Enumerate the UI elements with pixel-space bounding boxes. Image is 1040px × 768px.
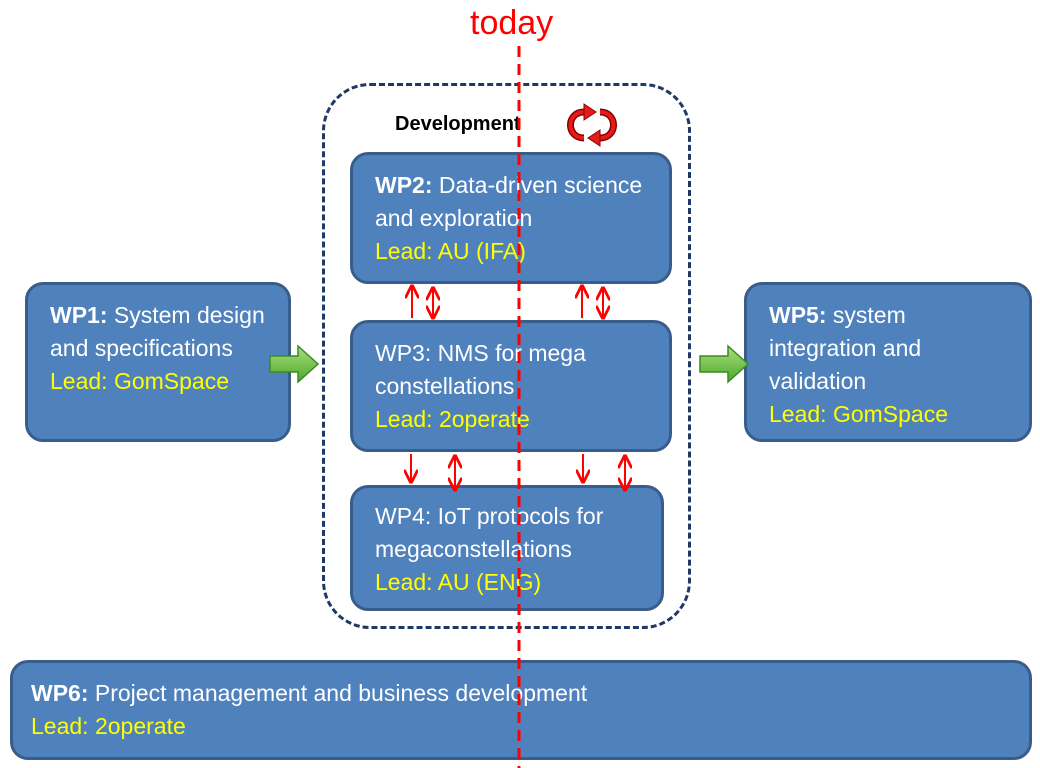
flow-arrow-wp1-to-development xyxy=(269,344,320,384)
wp3-box[interactable]: WP3: NMS for mega constellations Lead: 2… xyxy=(350,320,672,452)
wp4-box[interactable]: WP4: IoT protocols for megaconstellation… xyxy=(350,485,664,611)
wp2-lead: Lead: AU (IFA) xyxy=(375,238,526,264)
wp2-code: WP2: xyxy=(375,172,433,198)
wp5-lead: Lead: GomSpace xyxy=(769,401,949,427)
development-label: Development xyxy=(395,113,521,135)
wp6-title: Project management and business developm… xyxy=(94,680,588,706)
wp4-lead: Lead: AU (ENG) xyxy=(375,569,542,595)
wp4-title: IoT protocols for megaconstellations xyxy=(375,503,604,562)
cycle-icon xyxy=(567,103,617,147)
wp6-box[interactable]: WP6: Project management and business dev… xyxy=(10,660,1032,760)
development-group-frame xyxy=(322,83,691,629)
today-label: today xyxy=(470,4,554,42)
wp4-code: WP4: xyxy=(375,503,432,529)
wp1-title: System design and specifications xyxy=(50,302,265,361)
wp1-box[interactable]: WP1: System design and specifications Le… xyxy=(25,282,291,442)
wp5-title: system integration and validation xyxy=(769,302,922,394)
wp6-code: WP6: xyxy=(31,680,89,706)
wp3-code: WP3: xyxy=(375,340,432,366)
wp3-title: NMS for mega constellations xyxy=(375,340,586,399)
wp1-code: WP1: xyxy=(50,302,108,328)
wp3-lead: Lead: 2operate xyxy=(375,406,530,432)
wp1-lead: Lead: GomSpace xyxy=(50,368,230,394)
flow-arrow-development-to-wp5 xyxy=(699,344,750,384)
wp2-title: Data-driven science and exploration xyxy=(375,172,643,231)
wp5-box[interactable]: WP5: system integration and validation L… xyxy=(744,282,1032,442)
wp5-code: WP5: xyxy=(769,302,827,328)
wp2-box[interactable]: WP2: Data-driven science and exploration… xyxy=(350,152,672,284)
wp6-lead: Lead: 2operate xyxy=(31,713,186,739)
